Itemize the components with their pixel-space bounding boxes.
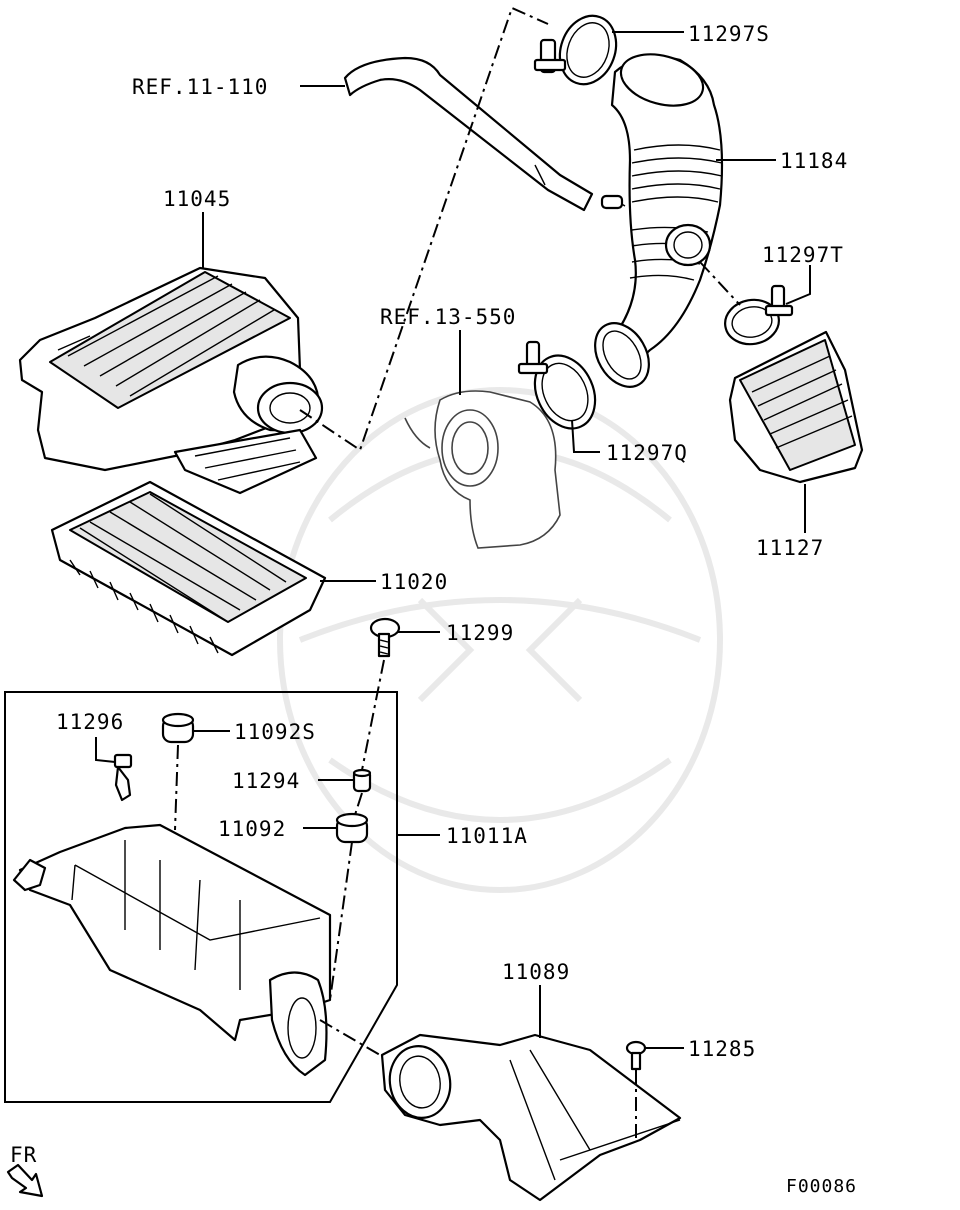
alignment-lines <box>174 6 741 1140</box>
screw-11285-part[interactable] <box>625 1040 647 1071</box>
label-11297S: 11297S <box>688 22 770 46</box>
label-11299: 11299 <box>446 621 514 645</box>
front-marker-label: FR <box>10 1143 37 1167</box>
grommet-11092S-part[interactable] <box>161 712 195 744</box>
figure-code: F00086 <box>786 1176 857 1197</box>
label-11127: 11127 <box>756 536 824 560</box>
label-11296: 11296 <box>56 710 124 734</box>
label-11011A: 11011A <box>446 824 528 848</box>
air-filter-element-part[interactable] <box>50 480 327 657</box>
label-11297T: 11297T <box>762 243 844 267</box>
air-cleaner-case-assembly-frame <box>4 691 398 1103</box>
label-11045: 11045 <box>163 187 231 211</box>
breather-hose-ref <box>343 56 626 212</box>
air-intake-duct-part[interactable] <box>380 1033 682 1202</box>
air-cleaner-cover-part[interactable] <box>18 266 324 495</box>
hose-clamp-11297Q-part[interactable] <box>517 340 606 438</box>
label-ref-13-550: REF.13-550 <box>380 305 516 329</box>
air-cleaner-case-part[interactable] <box>12 823 332 1077</box>
label-11092S: 11092S <box>234 720 316 744</box>
leader-lines <box>95 31 811 1049</box>
intake-temp-sensor-part[interactable] <box>113 753 133 802</box>
front-direction-arrow-icon <box>6 1163 44 1198</box>
grommet-11092-part[interactable] <box>335 812 369 844</box>
watermark-logo <box>277 387 723 893</box>
label-11285: 11285 <box>688 1037 756 1061</box>
intake-duct-hose-part[interactable] <box>584 46 724 396</box>
hose-clamp-11297T-part[interactable] <box>722 284 794 348</box>
label-11184: 11184 <box>780 149 848 173</box>
air-duct-cover-part[interactable] <box>728 330 864 484</box>
throttle-body-ref <box>404 390 561 549</box>
label-11020: 11020 <box>380 570 448 594</box>
label-11089: 11089 <box>502 960 570 984</box>
label-11092: 11092 <box>218 817 286 841</box>
label-11297Q: 11297Q <box>606 441 688 465</box>
label-11294: 11294 <box>232 769 300 793</box>
label-ref-11-110: REF.11-110 <box>132 75 268 99</box>
bolt-11299-part[interactable] <box>369 617 401 658</box>
part-labels: REF.11-110 11297S 11184 11045 11297T REF… <box>10 22 857 1197</box>
hose-clamp-11297S-part[interactable] <box>533 8 625 92</box>
collar-11294-part[interactable] <box>352 768 372 793</box>
